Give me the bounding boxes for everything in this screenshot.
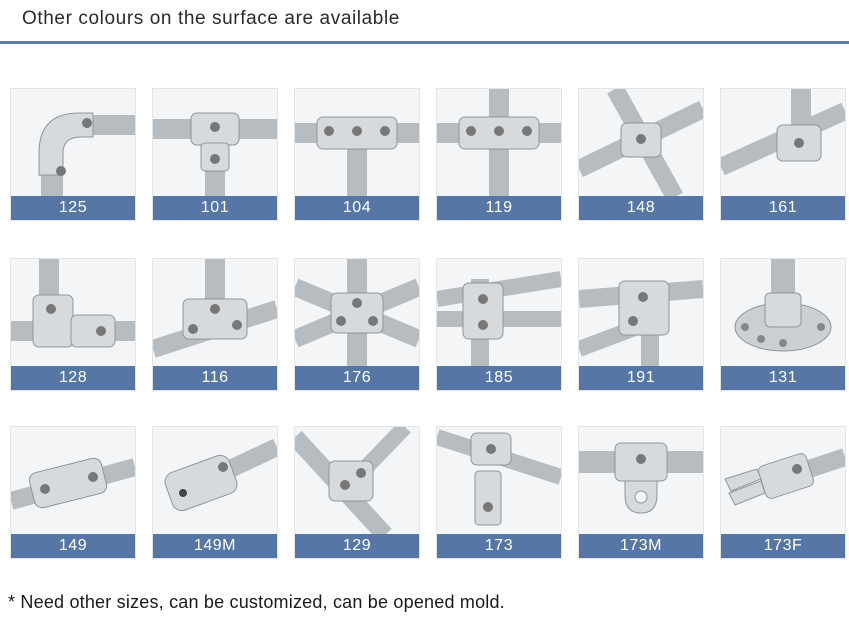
fitting-code: 161 [721,196,845,220]
fork-clevis-icon [721,427,845,535]
fitting-card[interactable]: 148 [578,88,704,221]
angled-cross-fitting-icon [437,259,561,367]
fitting-card[interactable]: 176 [294,258,420,391]
fitting-card[interactable]: 104 [294,88,420,221]
tee-fitting-icon [153,89,277,197]
fitting-code: 191 [579,366,703,390]
cross-fitting-icon [437,89,561,197]
fitting-code: 185 [437,366,561,390]
fitting-card[interactable]: 161 [720,88,846,221]
fitting-code: 173 [437,534,561,558]
footer-note: * Need other sizes, can be customized, c… [8,592,505,612]
angled-cross-fitting-icon [579,89,703,197]
fitting-card[interactable]: 131 [720,258,846,391]
fitting-code: 128 [11,366,135,390]
swivel-joint-icon [437,427,561,535]
fitting-card[interactable]: 149 [10,426,136,559]
fitting-card[interactable]: 173 [436,426,562,559]
fitting-card[interactable]: 149M [152,426,278,559]
fitting-code: 131 [721,366,845,390]
elbow-fitting-icon [11,89,135,197]
fitting-code: 125 [11,196,135,220]
three-way-fitting-icon [11,259,135,367]
fitting-card[interactable]: 125 [10,88,136,221]
fitting-card[interactable]: 173F [720,426,846,559]
angled-tee-icon [295,427,419,535]
page-title: Other colours on the surface are availab… [22,8,400,29]
fitting-code: 129 [295,534,419,558]
cross-fitting-icon [295,259,419,367]
fitting-code: 104 [295,196,419,220]
fitting-card[interactable]: 128 [10,258,136,391]
fitting-code: 148 [579,196,703,220]
fitting-code: 173M [579,534,703,558]
corner-fitting-icon [721,89,845,197]
fitting-code: 119 [437,196,561,220]
fitting-code: 101 [153,196,277,220]
eye-lug-icon [579,427,703,535]
cross-fitting-icon [295,89,419,197]
flange-base-icon [721,259,845,367]
fitting-code: 173F [721,534,845,558]
fitting-card[interactable]: 173M [578,426,704,559]
fitting-code: 176 [295,366,419,390]
fitting-card[interactable]: 191 [578,258,704,391]
three-way-fitting-icon [579,259,703,367]
fitting-card[interactable]: 116 [152,258,278,391]
fitting-card[interactable]: 185 [436,258,562,391]
fitting-card[interactable]: 101 [152,88,278,221]
fitting-code: 149M [153,534,277,558]
fitting-card[interactable]: 119 [436,88,562,221]
four-way-fitting-icon [153,259,277,367]
end-plug-icon [153,427,277,535]
straight-coupler-icon [11,427,135,535]
fitting-code: 149 [11,534,135,558]
fitting-card[interactable]: 129 [294,426,420,559]
fitting-code: 116 [153,366,277,390]
header-divider [0,41,849,44]
